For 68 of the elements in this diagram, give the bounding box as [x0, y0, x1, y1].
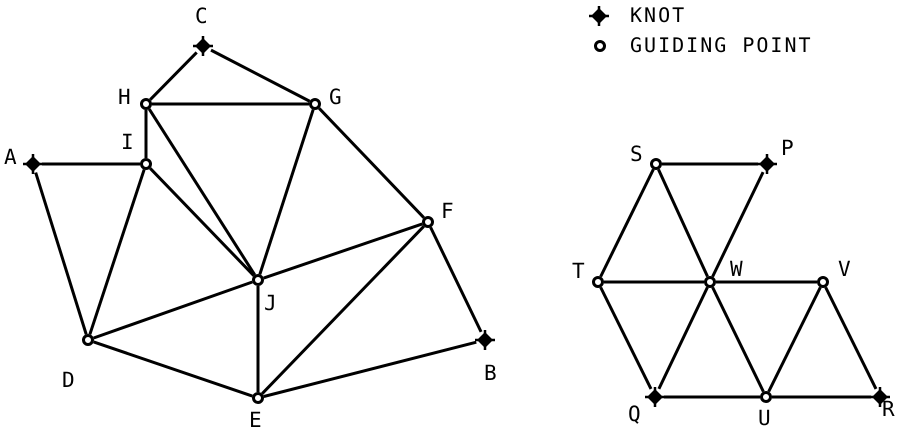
connecting-line: [261, 225, 425, 395]
connecting-line: [658, 286, 709, 390]
knot-marker: [193, 36, 213, 56]
point-label: W: [730, 258, 743, 280]
guiding-point-marker: [649, 157, 663, 171]
point-label: Q: [628, 403, 641, 425]
legend-text: GUIDING POINT: [630, 34, 813, 56]
connecting-line: [210, 48, 310, 103]
knot-marker: [757, 154, 777, 174]
connecting-line: [599, 286, 652, 390]
knot-marker: [645, 387, 665, 407]
point-label: H: [118, 86, 131, 108]
connecting-line: [824, 286, 878, 390]
connecting-line: [318, 107, 425, 219]
guiding-point-marker: [308, 97, 322, 111]
point-label: D: [62, 369, 75, 391]
connecting-line: [42, 162, 140, 166]
connecting-line: [149, 51, 198, 101]
connecting-line: [149, 167, 255, 277]
connecting-line: [34, 172, 88, 335]
point-label: A: [4, 146, 17, 168]
connecting-line: [657, 168, 709, 278]
point-label: S: [630, 143, 643, 165]
connecting-line: [152, 102, 309, 106]
connecting-line: [263, 340, 477, 398]
guiding-point-marker: [251, 391, 265, 405]
connecting-line: [772, 396, 871, 398]
connecting-line: [256, 286, 260, 392]
connecting-line: [664, 396, 760, 398]
guiding-point-marker: [139, 97, 153, 111]
point-label: V: [838, 258, 851, 280]
point-label: E: [249, 409, 262, 431]
connecting-line: [144, 110, 148, 158]
knot-marker: [475, 330, 495, 350]
connecting-line: [93, 280, 253, 340]
connecting-line: [662, 162, 758, 166]
point-label: F: [441, 200, 454, 222]
guiding-point-marker: [139, 157, 153, 171]
guiding-point-marker: [591, 275, 605, 289]
connecting-line: [429, 226, 482, 333]
guiding-point-marker: [759, 390, 773, 404]
point-label: U: [758, 407, 771, 429]
guiding-point-marker: [421, 215, 435, 229]
connecting-line: [767, 286, 822, 392]
point-label: P: [781, 137, 794, 159]
point-label: G: [329, 86, 342, 108]
connecting-line: [716, 280, 817, 284]
legend-text: KNOT: [630, 4, 686, 26]
point-label: R: [882, 398, 895, 420]
point-label: I: [121, 131, 134, 153]
connecting-line: [148, 108, 256, 276]
connecting-line: [263, 222, 423, 280]
connecting-line: [711, 286, 765, 392]
point-label: C: [195, 5, 208, 27]
guiding-point-marker: [251, 273, 265, 287]
point-label: B: [484, 362, 497, 384]
guiding-point-marker: [81, 333, 95, 347]
guiding-point-marker: [816, 275, 830, 289]
connecting-line: [604, 280, 704, 284]
point-label: T: [572, 260, 585, 282]
connecting-line: [88, 169, 146, 335]
guiding-point-marker: [703, 275, 717, 289]
connecting-line: [258, 109, 315, 275]
point-label: J: [264, 292, 277, 314]
connecting-line: [93, 340, 253, 398]
connecting-line: [711, 171, 764, 278]
knot-marker: [23, 154, 43, 174]
connecting-line: [599, 168, 655, 278]
